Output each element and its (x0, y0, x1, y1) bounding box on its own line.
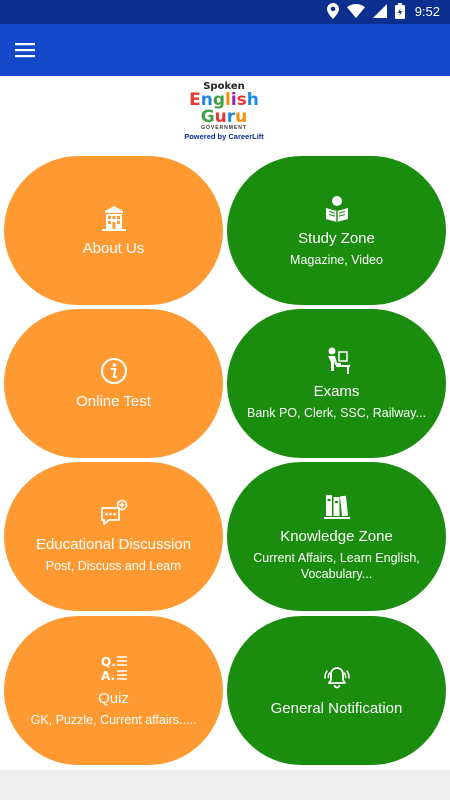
logo-line-english: English (178, 92, 270, 109)
status-bar: 9:52 (0, 0, 450, 24)
signal-icon (372, 4, 387, 18)
logo-letter: s (236, 90, 247, 110)
logo-letter: E (189, 90, 201, 110)
tile-study-zone[interactable]: Study Zone Magazine, Video (227, 156, 446, 305)
tile-online-test[interactable]: Online Test (4, 309, 223, 458)
bell-ring-icon (323, 667, 350, 689)
app-bar (0, 24, 450, 76)
logo-line-government: GOVERNMENT (201, 125, 247, 131)
tile-exams[interactable]: Exams Bank PO, Clerk, SSC, Railway... (227, 309, 446, 458)
tile-title: General Notification (270, 700, 403, 717)
logo-letter: u (235, 107, 248, 127)
tile-subtitle: GK, Puzzle, Current affairs..... (30, 713, 197, 727)
logo-letter: g (212, 90, 225, 110)
books-icon (323, 495, 350, 519)
app-logo: Spoken English Guru GOVERNMENT Powered b… (178, 82, 270, 152)
svg-text:A.: A. (101, 669, 115, 683)
logo-line-guru: Guru (178, 107, 270, 127)
chat-bubble-icon (100, 499, 127, 525)
tile-general-notification[interactable]: General Notification (227, 616, 446, 765)
tile-subtitle: Bank PO, Clerk, SSC, Railway... (247, 406, 426, 420)
logo-powered-by: Powered by CareerLift (184, 132, 264, 141)
status-time: 9:52 (414, 3, 440, 19)
main-content: Spoken English Guru GOVERNMENT Powered b… (0, 76, 450, 770)
qa-list-icon: Q. A. (101, 655, 127, 683)
tile-subtitle: Post, Discuss and Learn (45, 559, 182, 573)
wifi-icon (346, 4, 365, 18)
logo-letter: G (200, 107, 215, 127)
tile-subtitle: Magazine, Video (290, 253, 383, 267)
tile-title: Exams (313, 383, 360, 400)
tile-title: Knowledge Zone (280, 528, 393, 545)
status-icons: 9:52 (326, 3, 440, 19)
tile-title: Educational Discussion (35, 536, 192, 553)
logo-letter: r (226, 107, 236, 127)
tile-knowledge-zone[interactable]: Knowledge Zone Current Affairs, Learn En… (227, 462, 446, 611)
tile-title: Online Test (76, 393, 151, 410)
hamburger-menu-button[interactable] (10, 36, 40, 64)
bottom-bar (0, 770, 450, 800)
hamburger-icon (15, 43, 35, 58)
student-desk-icon (327, 347, 350, 374)
tile-educational-discussion[interactable]: Educational Discussion Post, Discuss and… (4, 462, 223, 611)
tile-title: Study Zone (298, 230, 375, 247)
logo-letter: h (246, 90, 259, 110)
logo-letter: i (230, 90, 237, 110)
svg-text:Q.: Q. (101, 655, 116, 669)
info-circle-icon (100, 358, 127, 384)
tile-about-us[interactable]: About Us (4, 156, 223, 305)
logo-letter: l (225, 90, 231, 110)
reader-icon (325, 196, 348, 222)
tile-title: About Us (82, 240, 145, 257)
logo-letter: u (214, 107, 227, 127)
battery-icon (394, 3, 405, 19)
building-icon (101, 206, 126, 231)
tile-quiz[interactable]: Q. A. Quiz GK, Puzzle, Current affairs..… (4, 616, 223, 765)
tile-subtitle: Current Affairs, Learn English, Vocabula… (253, 551, 420, 581)
logo-line-spoken: Spoken (203, 81, 245, 92)
tile-title: Quiz (98, 690, 129, 707)
location-icon (326, 3, 339, 19)
logo-letter: n (200, 90, 213, 110)
